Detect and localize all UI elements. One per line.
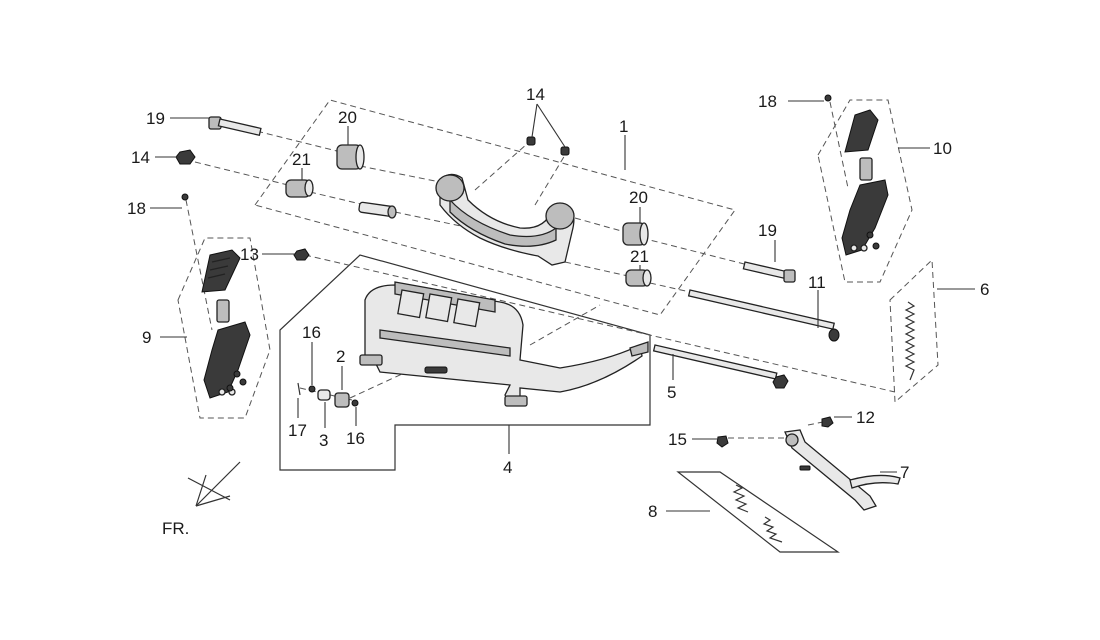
group-outline-8	[676, 471, 840, 553]
callout-20-left: 20	[338, 108, 357, 127]
callout-19-right: 19	[758, 221, 777, 240]
main-stand-4	[359, 281, 649, 407]
bushing-21-left	[285, 179, 314, 198]
callout-14-top: 14	[526, 85, 545, 104]
washer-3	[317, 389, 331, 401]
bolt-15	[716, 435, 729, 448]
bolt-18-right	[824, 94, 832, 102]
callout-12: 12	[856, 408, 875, 427]
pivot-collar-2	[334, 392, 350, 408]
callout-11: 11	[808, 273, 826, 292]
bushing-20-right	[622, 222, 649, 246]
callout-18-left: 18	[127, 199, 146, 218]
callout-1: 1	[619, 117, 628, 136]
callout-4: 4	[503, 458, 512, 477]
bolt-19-right	[742, 261, 796, 283]
callout-2: 2	[336, 347, 345, 366]
footrest-9-left	[201, 249, 251, 399]
bolt-19-left	[208, 116, 262, 137]
clip-16-top	[308, 385, 316, 393]
callout-8: 8	[648, 502, 657, 521]
callout-16-top: 16	[302, 323, 321, 342]
side-stand-7	[784, 429, 901, 511]
callout-13: 13	[240, 245, 259, 264]
bolt-18-left	[181, 193, 189, 201]
stud-14-top	[526, 136, 570, 156]
group-outline-6	[889, 258, 939, 404]
callout-3: 3	[319, 431, 328, 450]
bushing-21-right	[625, 269, 652, 287]
callout-17: 17	[288, 421, 307, 440]
bolt-12	[821, 416, 834, 428]
group-outline-4	[279, 254, 651, 471]
callout-9: 9	[142, 328, 151, 347]
group-outline-9	[177, 237, 271, 419]
callout-19-left: 19	[146, 109, 165, 128]
clip-16-bottom	[351, 399, 359, 407]
pin-17	[297, 382, 301, 396]
callout-10: 10	[933, 139, 952, 158]
callout-21-right: 21	[630, 247, 649, 266]
bushing-20-left	[336, 144, 365, 170]
group-outline-1	[254, 99, 736, 316]
spacer-pin	[358, 201, 397, 219]
callout-16-bottom: 16	[346, 429, 365, 448]
footrest-10-right	[841, 109, 889, 256]
callout-20-right: 20	[629, 188, 648, 207]
side-stand-springs-8	[732, 484, 783, 543]
engine-hanger-bracket-1	[435, 173, 575, 266]
callout-15: 15	[668, 430, 687, 449]
nut-13	[293, 248, 310, 261]
callout-6: 6	[980, 280, 989, 299]
shaft-5	[652, 344, 789, 389]
callout-14-left: 14	[131, 148, 150, 167]
callout-7: 7	[900, 463, 909, 482]
front-direction-arrow-icon	[187, 461, 241, 507]
shaft-11	[687, 289, 840, 342]
group-outline-10	[817, 99, 913, 283]
spring-6	[904, 301, 916, 381]
callout-5: 5	[667, 383, 676, 402]
callout-18-right: 18	[758, 92, 777, 111]
front-label: FR.	[162, 519, 189, 538]
callout-21-left: 21	[292, 150, 311, 169]
leader-lines	[150, 100, 975, 512]
